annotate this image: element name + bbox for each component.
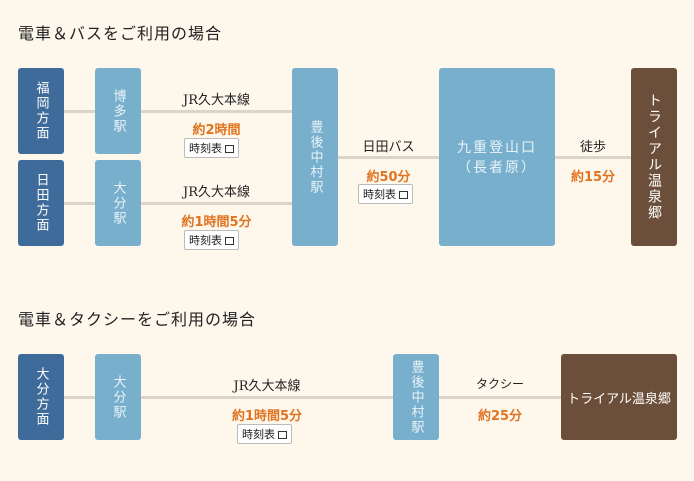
station-oita: 大分駅 [95, 354, 141, 440]
timetable-button[interactable]: 時刻表 [358, 184, 413, 204]
route-time: 約15分 [570, 170, 616, 185]
kokonoe-sub: （長者原） [457, 160, 537, 176]
route-time: 約1時間5分 [231, 409, 303, 424]
timetable-label: 時刻表 [242, 428, 275, 441]
external-window-icon [225, 145, 234, 153]
external-window-icon [278, 431, 287, 439]
connector [64, 202, 95, 205]
origin-oita: 大分方面 [18, 354, 64, 440]
connector [141, 396, 393, 399]
connector [64, 110, 95, 113]
timetable-button[interactable]: 時刻表 [184, 138, 239, 158]
route-line: JR久大本線 [183, 185, 250, 200]
route-line: タクシー [475, 377, 524, 391]
external-window-icon [399, 191, 408, 199]
timetable-label: 時刻表 [189, 142, 222, 155]
section-title-train-bus: 電車＆バスをご利用の場合 [18, 24, 223, 43]
route-line: 日田バス [362, 140, 415, 155]
route-line: JR久大本線 [183, 93, 250, 108]
connector [338, 156, 439, 159]
timetable-label: 時刻表 [189, 234, 222, 247]
timetable-label: 時刻表 [363, 188, 396, 201]
origin-fukuoka: 福岡方面 [18, 68, 64, 154]
kokonoe-trailhead: 九重登山口 （長者原） [439, 68, 555, 246]
route-line: 徒歩 [579, 140, 606, 155]
destination-trial-onsen: トライアル温泉郷 [631, 68, 677, 246]
origin-hita: 日田方面 [18, 160, 64, 246]
section-title-train-taxi: 電車＆タクシーをご利用の場合 [18, 310, 257, 329]
connector [555, 156, 631, 159]
station-hakata: 博多駅 [95, 68, 141, 154]
destination-trial-onsen: トライアル温泉郷 [561, 354, 677, 440]
route-time: 約50分 [366, 170, 411, 185]
station-bungo-nakamura: 豊後中村駅 [292, 68, 338, 246]
timetable-button[interactable]: 時刻表 [184, 230, 239, 250]
connector [439, 396, 561, 399]
route-time: 約1時間5分 [181, 215, 252, 230]
kokonoe-name: 九重登山口 [457, 140, 537, 156]
connector [141, 110, 292, 113]
station-bungo-nakamura: 豊後中村駅 [393, 354, 439, 440]
connector [141, 202, 292, 205]
route-time: 約2時間 [192, 123, 241, 138]
route-line: JR久大本線 [233, 379, 301, 394]
external-window-icon [225, 237, 234, 245]
route-time: 約25分 [477, 409, 523, 424]
connector [64, 396, 95, 399]
timetable-button[interactable]: 時刻表 [237, 424, 292, 444]
station-oita: 大分駅 [95, 160, 141, 246]
